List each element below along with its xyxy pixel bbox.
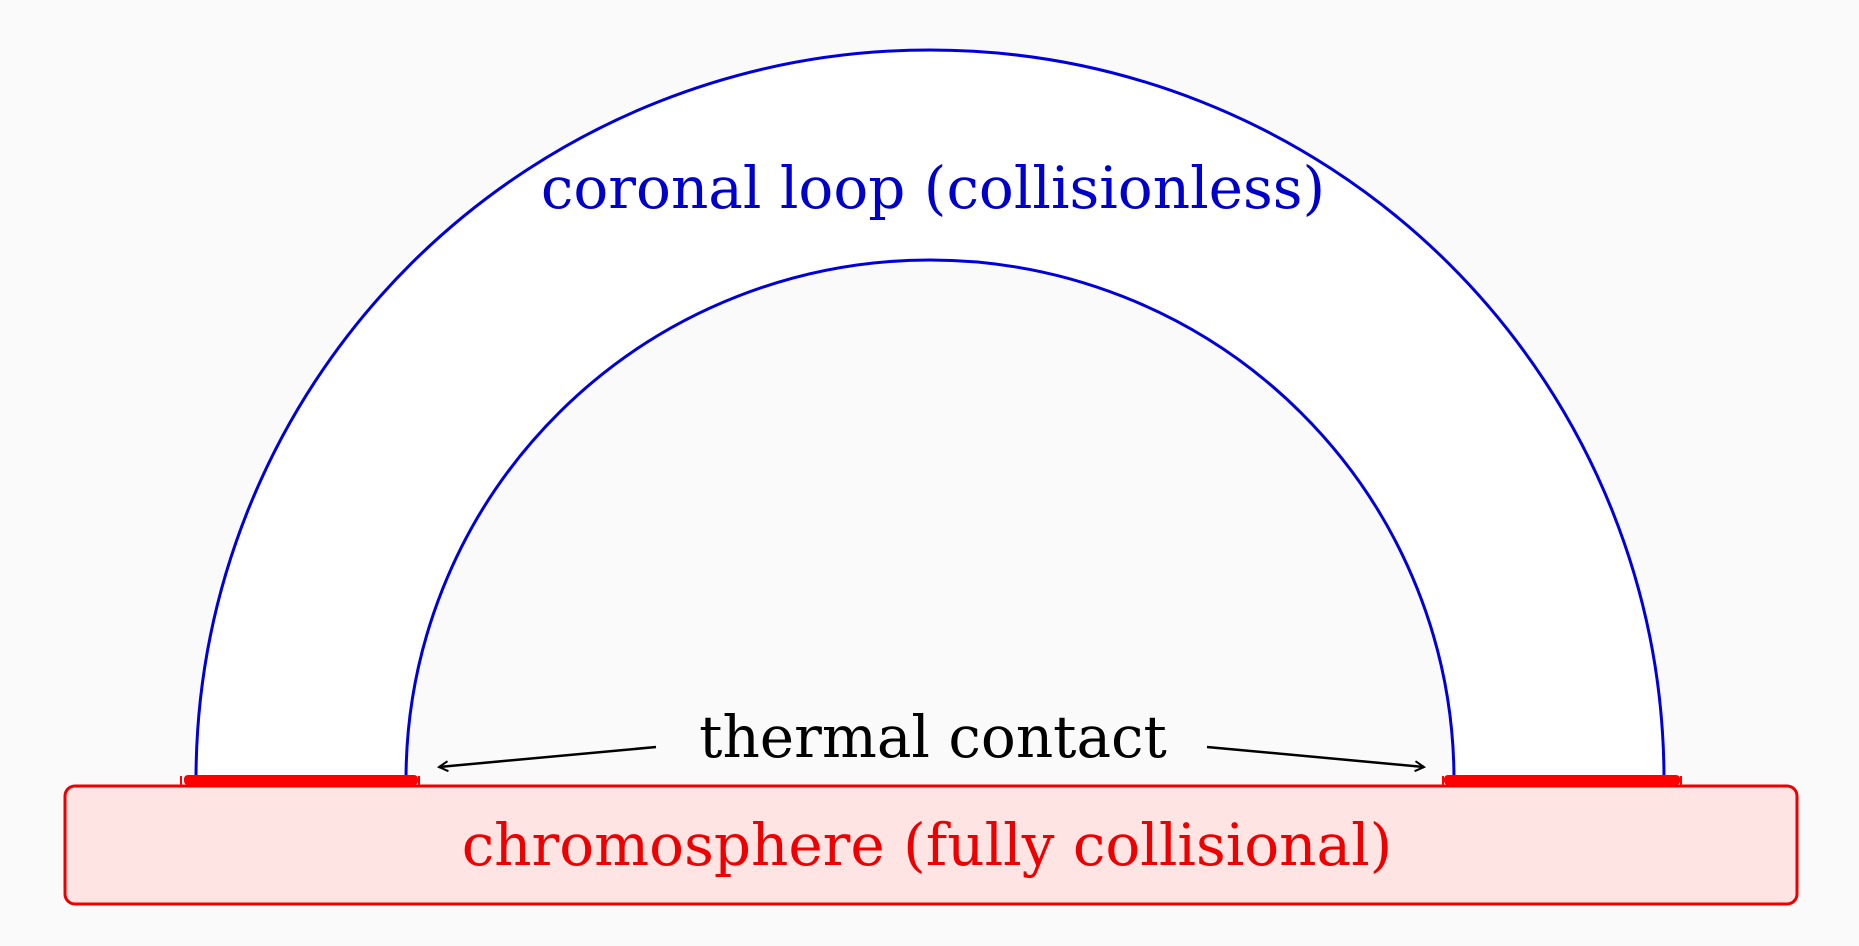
thermal-contact-label: thermal contact <box>699 703 1167 771</box>
coronal-loop-label: coronal loop (collisionless) <box>541 154 1325 222</box>
left-footpoint-contact <box>180 775 420 786</box>
chromosphere-label: chromosphere (fully collisional) <box>462 811 1393 879</box>
chromosphere-box <box>63 784 1799 906</box>
coronal-loop-inner-arc <box>404 258 1456 781</box>
right-contact-bar <box>1444 775 1680 785</box>
coronal-loop-outer-arc <box>194 48 1666 781</box>
right-footpoint-contact <box>1442 775 1682 786</box>
left-contact-bar <box>184 775 418 785</box>
thermal-contact-arrow-right <box>1206 745 1424 767</box>
coronal-loop-band <box>196 50 1664 780</box>
thermal-contact-arrow-left <box>439 745 657 767</box>
